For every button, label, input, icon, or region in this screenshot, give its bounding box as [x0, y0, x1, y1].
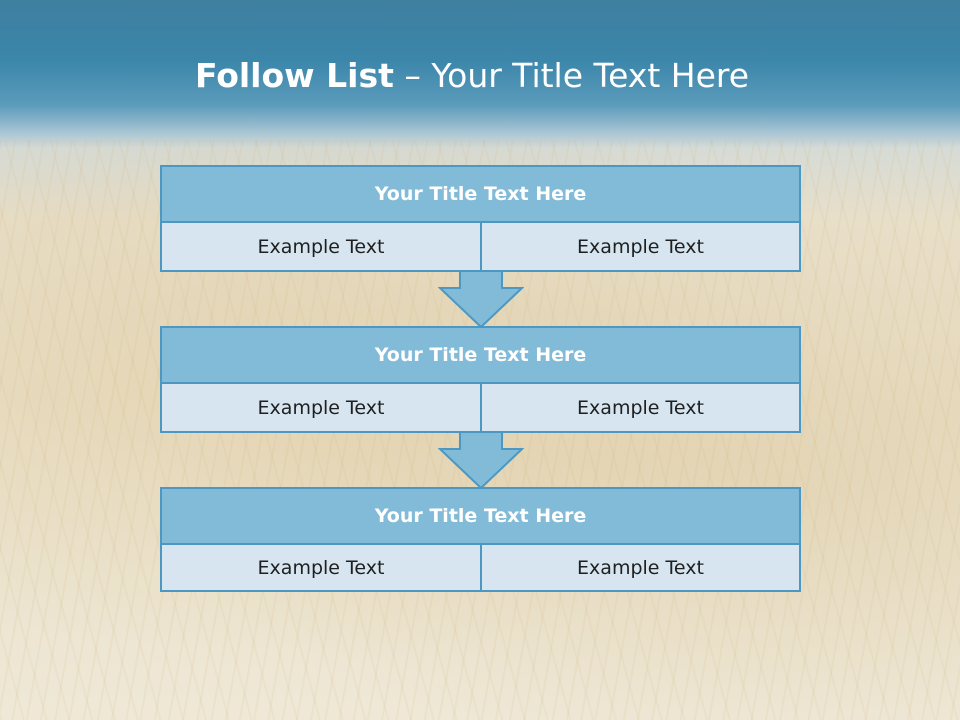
down-arrow-icon [438, 431, 524, 489]
block-title: Your Title Text Here [160, 165, 801, 223]
block-cell-left: Example Text [160, 221, 482, 272]
block-title: Your Title Text Here [160, 487, 801, 545]
block-cell-left: Example Text [160, 382, 482, 433]
slide-title: Follow List – Your Title Text Here [0, 52, 944, 100]
block-cell-right: Example Text [480, 221, 801, 272]
list-block-1: Your Title Text Here Example Text Exampl… [160, 165, 801, 272]
block-cell-left: Example Text [160, 543, 482, 592]
list-block-2: Your Title Text Here Example Text Exampl… [160, 326, 801, 433]
list-block-3: Your Title Text Here Example Text Exampl… [160, 487, 801, 592]
block-cell-right: Example Text [480, 382, 801, 433]
slide-title-rest: – Your Title Text Here [393, 56, 750, 95]
block-title: Your Title Text Here [160, 326, 801, 384]
block-cell-right: Example Text [480, 543, 801, 592]
slide-title-bold: Follow List [194, 56, 394, 95]
down-arrow-icon [438, 270, 524, 328]
